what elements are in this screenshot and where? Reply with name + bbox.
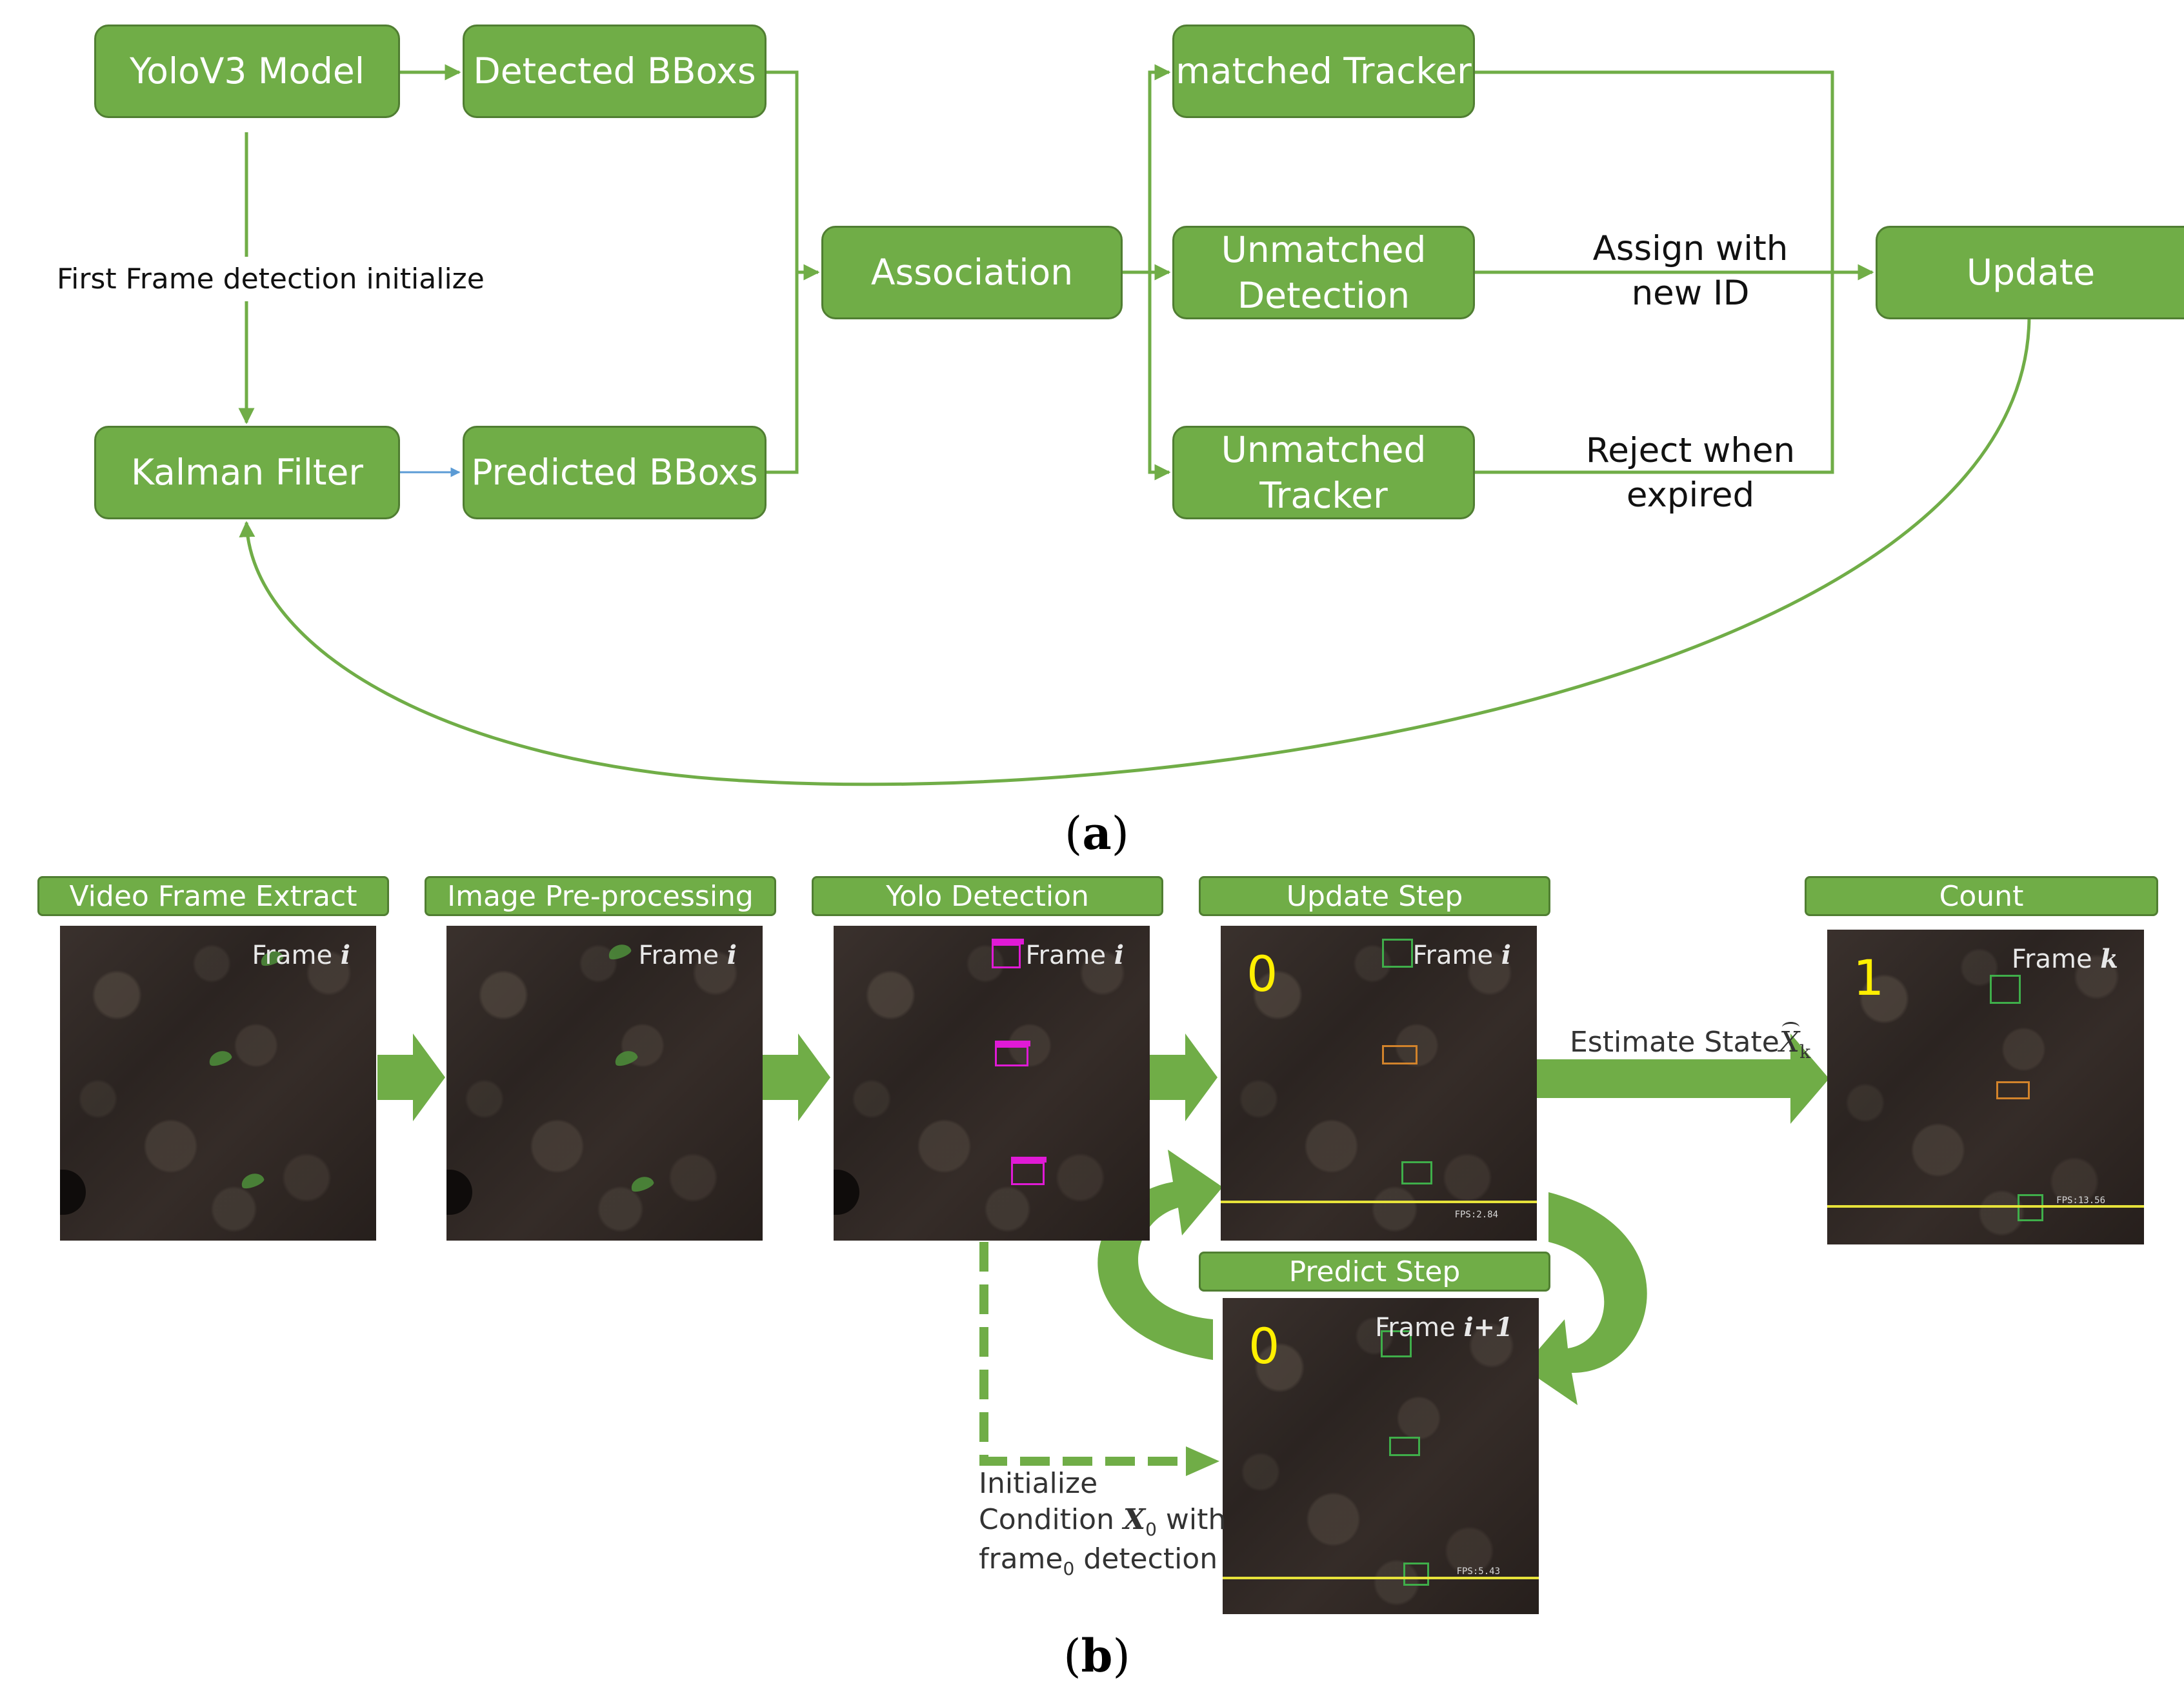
edge-to-matched (1148, 64, 1171, 272)
step-update: Update Step (1199, 876, 1550, 916)
arrow-update-to-count (1537, 1034, 1829, 1124)
dark-corner (834, 1170, 859, 1215)
fps-readout: FPS:2.84 (1454, 1210, 1498, 1220)
arrow-video-to-preproc (377, 1034, 445, 1121)
plant-leaf (239, 1170, 266, 1191)
node-update: Update (1876, 226, 2184, 319)
node-unmatched-tracker: Unmatched Tracker (1172, 426, 1475, 519)
frame-label: Frame i (638, 940, 737, 970)
tracker-bbox (1382, 939, 1413, 968)
step-image-preprocessing: Image Pre-processing (425, 876, 776, 916)
detection-label-tag (992, 939, 1024, 944)
node-detected-bboxs: Detected BBoxs (463, 25, 766, 118)
node-kalman-filter: Kalman Filter (94, 426, 400, 519)
counting-line (1221, 1201, 1537, 1203)
count-value: 0 (1248, 1317, 1280, 1375)
init-dashed-arrow (979, 1242, 1190, 1466)
photo-count-frame: 1 FPS:13.56 Frame k (1827, 930, 2144, 1244)
tracker-bbox (1996, 1081, 2030, 1099)
detection-bbox (995, 1046, 1028, 1066)
arrow-update-to-predict (1523, 1192, 1647, 1405)
panel-label-a: (a) (1065, 806, 1129, 860)
node-predicted-bboxs: Predicted BBoxs (463, 426, 766, 519)
plant-leaf (206, 1048, 234, 1068)
detection-label-tag (1011, 1157, 1047, 1163)
arrow-preproc-to-yolo (763, 1034, 830, 1121)
edge-detected-association (766, 70, 820, 281)
frame-label: Frame i+1 (1375, 1312, 1513, 1343)
step-video-frame-extract: Video Frame Extract (37, 876, 389, 916)
tracker-bbox (1382, 1045, 1418, 1064)
edge-update-kalman-feedback (239, 317, 2031, 786)
edge-predicted-association (766, 272, 799, 474)
dark-corner (60, 1170, 86, 1215)
label-assign-new-id: Assign with new ID (1592, 229, 1788, 313)
plant-leaf (628, 1174, 656, 1194)
estimate-state-label: Estimate StateXk (1570, 1026, 1811, 1063)
panel-label-b: (b) (1063, 1629, 1130, 1683)
tracker-bbox (1389, 1437, 1420, 1456)
frame-label: Frame i (1025, 940, 1124, 970)
state-symbol: X (1779, 1026, 1800, 1059)
frame-label: Frame k (2011, 944, 2118, 974)
node-yolov3-model: YoloV3 Model (94, 25, 400, 118)
counting-line (1827, 1205, 2144, 1208)
photo-preprocessed-frame: Frame i (446, 926, 763, 1241)
tracker-bbox (1401, 1161, 1432, 1184)
photo-video-frame: Frame i (60, 926, 376, 1241)
detection-label-tag (995, 1041, 1030, 1046)
counting-line (1223, 1577, 1539, 1579)
tracker-bbox (1403, 1563, 1429, 1586)
frame-label: Frame i (1412, 940, 1511, 970)
init-dashed-arrowhead (1186, 1446, 1219, 1476)
tracker-bbox (1381, 1330, 1412, 1357)
fps-readout: FPS:13.56 (2056, 1195, 2105, 1206)
step-yolo-detection: Yolo Detection (812, 876, 1163, 916)
node-association: Association (821, 226, 1123, 319)
init-condition-note: Initialize Condition X0 with frame0 dete… (979, 1467, 1227, 1579)
count-value: 1 (1853, 949, 1885, 1006)
photo-update-step-frame: 0 FPS:2.84 Frame i (1221, 926, 1537, 1241)
detection-bbox (1011, 1162, 1045, 1185)
tracker-bbox (1990, 975, 2021, 1004)
tracker-bbox (2018, 1194, 2043, 1221)
photo-predict-step-frame: 0 FPS:5.43 Frame i+1 (1223, 1298, 1539, 1614)
edge-tracker-update (1475, 272, 1834, 474)
label-first-frame-init: First Frame detection initialize (57, 257, 485, 302)
edge-matched-update (1475, 70, 1834, 272)
plant-leaf (606, 941, 633, 962)
node-unmatched-detection: Unmatched Detection (1172, 226, 1475, 319)
node-matched-tracker: matched Tracker (1172, 25, 1475, 118)
photo-yolo-detection-frame: Frame i (834, 926, 1150, 1241)
step-predict: Predict Step (1199, 1252, 1550, 1292)
detection-bbox (992, 944, 1021, 968)
arrow-yolo-to-update (1150, 1034, 1217, 1121)
dark-corner (446, 1170, 472, 1215)
count-value: 0 (1247, 945, 1278, 1003)
fps-readout: FPS:5.43 (1456, 1566, 1500, 1577)
edge-to-unmatched-tracker (1148, 272, 1171, 481)
step-count: Count (1805, 876, 2158, 916)
label-reject-expired: Reject when expired (1585, 431, 1796, 515)
frame-label: Frame i (252, 940, 350, 970)
plant-leaf (612, 1048, 639, 1068)
